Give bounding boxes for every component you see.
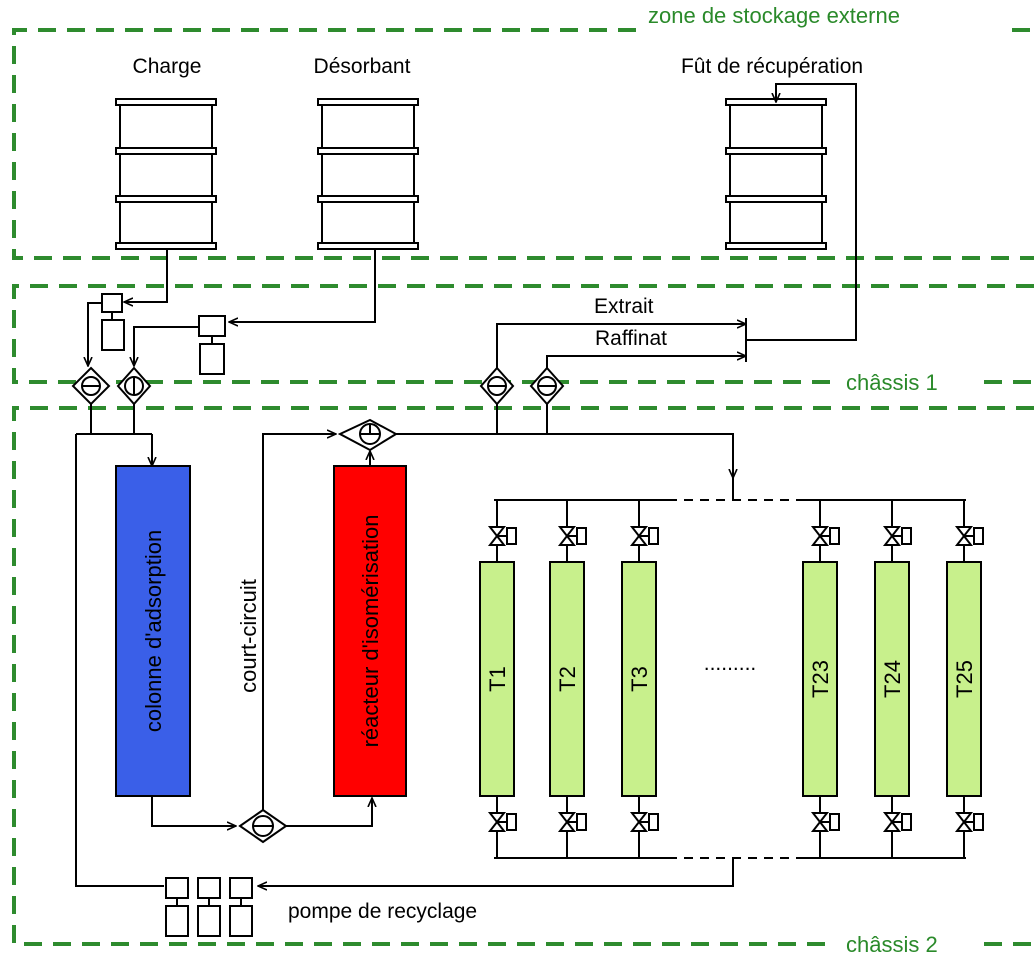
tank-t25: T25	[946, 500, 984, 858]
zone-chassis-2: châssis 2	[12, 406, 1034, 957]
desorbant-pump	[198, 315, 226, 337]
tank-ellipsis: .........	[704, 652, 757, 675]
tank-t1: T1	[479, 500, 517, 858]
zone-chassis-1: châssis 1	[12, 284, 1034, 395]
tank-label: T2	[555, 666, 580, 692]
charge-pump	[101, 293, 123, 313]
filter-extract	[479, 366, 515, 406]
recycle-pumps: pompe de recyclage	[165, 877, 477, 937]
bypass-label: court-circuit	[236, 579, 261, 693]
raffinat-label: Raffinat	[595, 327, 667, 350]
valve-top-t1	[487, 526, 517, 546]
tank-t2: T2	[549, 500, 587, 858]
tank-t23: T23	[802, 500, 840, 858]
adsorption-column-label: colonne d'adsorption	[141, 530, 166, 732]
recycle-pump-label: pompe de recyclage	[288, 900, 477, 923]
isomerization-reactor: réacteur d'isomérisation	[333, 465, 407, 797]
filter-raffinate	[529, 366, 565, 406]
tank-label: T3	[627, 666, 652, 692]
filter-desorbant	[116, 366, 152, 406]
valve-bottom-t2	[557, 812, 587, 832]
tank-bank: T1 T2 T3 T23 T24 T25	[479, 500, 984, 858]
valve-bottom-t1	[487, 812, 517, 832]
drum-charge-label: Charge	[133, 55, 202, 78]
valve-bottom-t3	[629, 812, 659, 832]
extrait-label: Extrait	[594, 295, 654, 318]
valve-bottom-t23	[810, 812, 840, 832]
tank-label: T24	[880, 660, 905, 698]
drum-recuperation-label: Fût de récupération	[681, 55, 863, 78]
filter-charge	[71, 366, 111, 406]
valve-bottom-t24	[882, 812, 912, 832]
valve-top-t24	[882, 526, 912, 546]
tank-label: T1	[485, 666, 510, 692]
zone-external-storage-label: zone de stockage externe	[648, 3, 900, 28]
tank-t24: T24	[874, 500, 912, 858]
isomerization-reactor-label: réacteur d'isomérisation	[358, 515, 383, 748]
zone-external-storage: zone de stockage externe	[12, 3, 1034, 260]
tank-body	[549, 561, 585, 797]
valve-top-t2	[557, 526, 587, 546]
tank-body	[621, 561, 657, 797]
drum-recuperation: Fût de récupération	[681, 55, 863, 250]
drum-desorbant: Désorbant	[314, 55, 419, 250]
valve-top-t25	[954, 526, 984, 546]
tank-t3: T3	[621, 500, 659, 858]
valve-top-t3	[629, 526, 659, 546]
adsorption-column: colonne d'adsorption	[115, 465, 191, 797]
chassis2-piping	[75, 404, 966, 886]
zone-chassis-2-label: châssis 2	[846, 932, 938, 957]
drum-desorbant-label: Désorbant	[314, 55, 411, 78]
tank-body	[479, 561, 515, 797]
feed-lines	[88, 250, 376, 375]
tank-body	[874, 561, 910, 797]
extract-raffinate-lines: Extrait Raffinat	[496, 83, 857, 368]
valve-top-t23	[810, 526, 840, 546]
zone-chassis-1-label: châssis 1	[846, 370, 938, 395]
tank-label: T23	[808, 660, 833, 698]
tank-label: T25	[952, 660, 977, 698]
valve-bottom-t25	[954, 812, 984, 832]
drum-charge: Charge	[115, 55, 217, 250]
tank-body	[802, 561, 838, 797]
tank-body	[946, 561, 982, 797]
